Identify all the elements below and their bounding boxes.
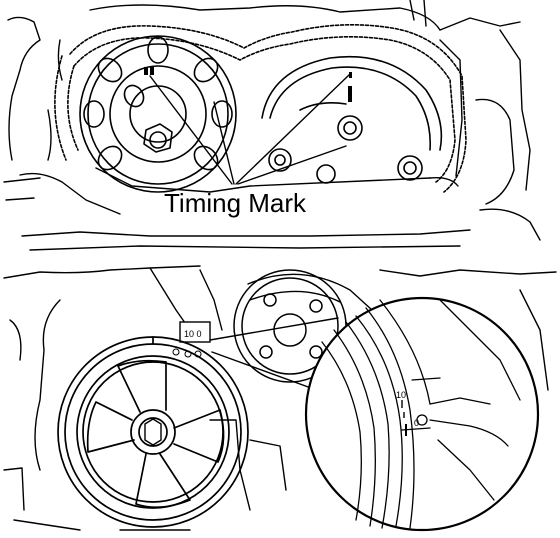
- engine-block-outline: [3, 0, 541, 251]
- magnified-zero-mark: 0: [414, 418, 419, 428]
- timing-mark-leader-lines: [149, 73, 351, 185]
- lower-engine-outline: [3, 265, 557, 531]
- left-camshaft-sprocket: [79, 35, 237, 193]
- magnified-detail-view: 10 0: [304, 296, 540, 532]
- magnified-ten-mark: 10: [396, 390, 406, 400]
- timing-mark-indicators: [144, 67, 352, 102]
- timing-mark-label: Timing Mark: [164, 188, 307, 218]
- magnifier-connector-lines: [209, 317, 339, 393]
- timing-chain: [54, 24, 467, 193]
- crankshaft-bolt: [144, 418, 162, 446]
- lower-view-crankshaft-timing: 10 0: [3, 265, 557, 532]
- timing-scale-tab: 10 0: [172, 321, 211, 358]
- crankshaft-pulley: [57, 336, 249, 528]
- upper-view-camshaft-timing: [3, 0, 541, 251]
- tab-scale-text: 10 0: [184, 329, 202, 339]
- right-camshaft-sprocket: [261, 55, 443, 184]
